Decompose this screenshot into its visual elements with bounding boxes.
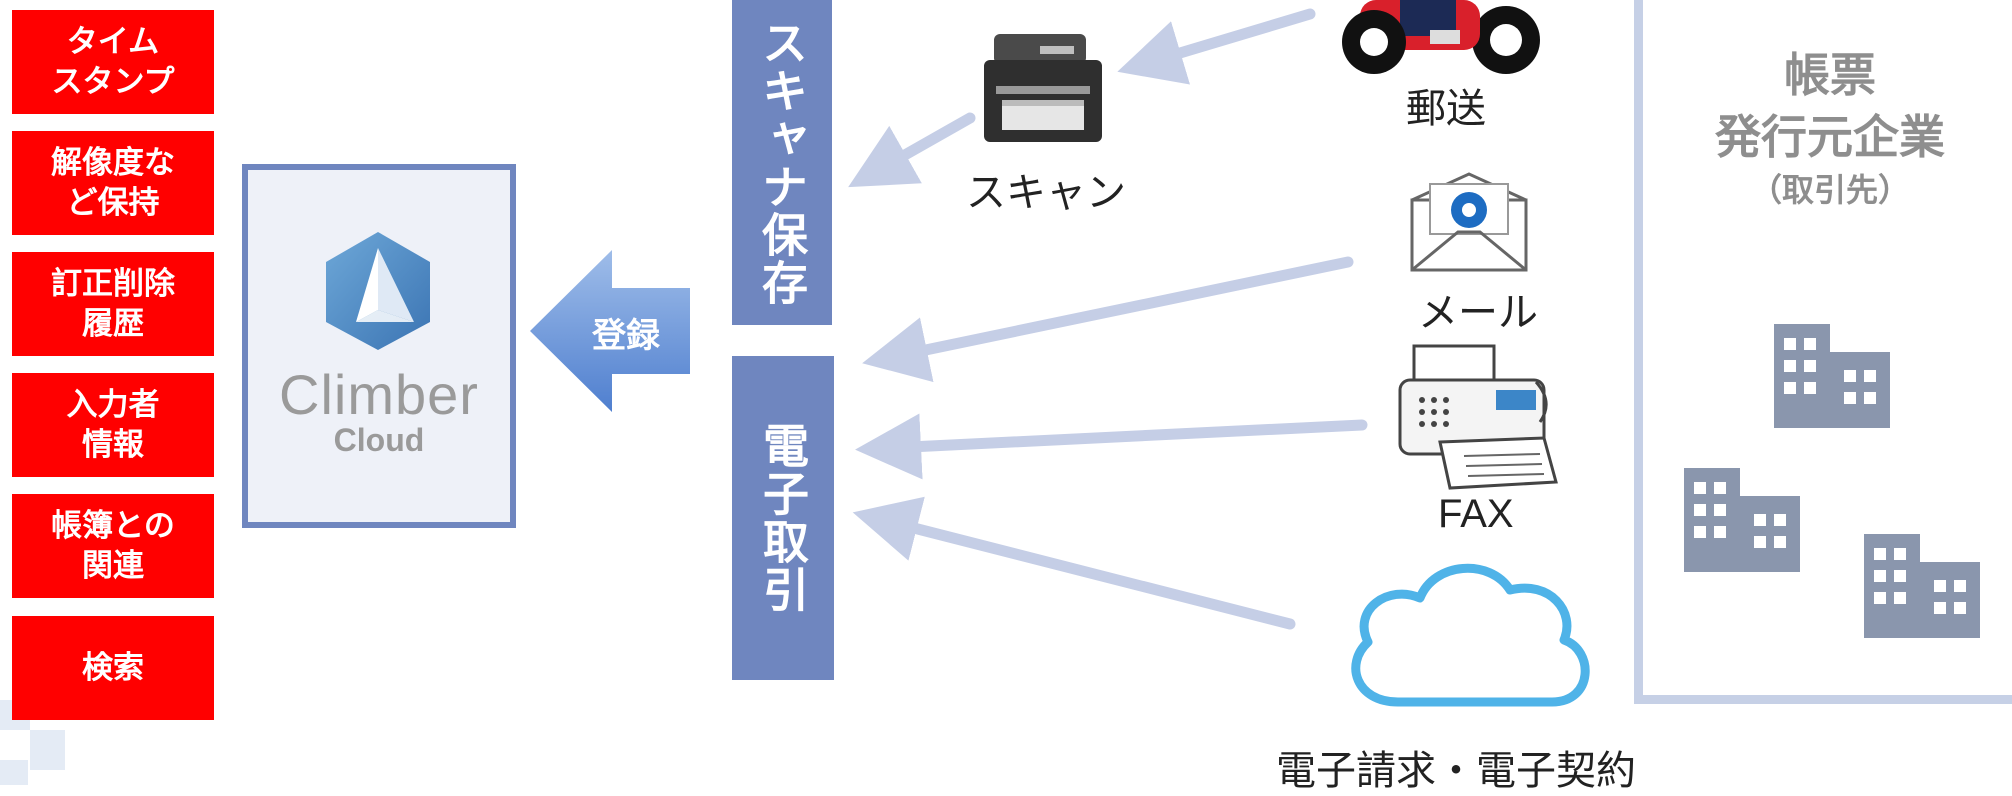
feature-label: スタンプ [51,64,175,100]
email-label: メール [1418,290,1538,336]
feature-input-person: 入力者 情報 [12,373,214,477]
fax-label: FAX [1438,492,1514,536]
fax-icon [1398,344,1558,490]
corner-decoration [0,760,28,785]
arrow-cloud-to-transaction [852,496,1296,630]
issuer-company-box [1634,0,2012,704]
motorbike-icon [1342,0,1540,74]
scanner-storage-bar: スキャナ保存 [732,0,832,325]
building-icon [1774,324,1890,428]
arrow-fax-to-transaction [855,413,1368,480]
climber-logo-name: Climber [279,363,479,426]
cloud-icon [1351,563,1590,707]
feature-ledger-link: 帳簿との 関連 [12,494,214,598]
scan-label: スキャン [966,170,1126,216]
envelope-icon [1410,172,1528,272]
feature-label: 訂正削除 [51,266,175,302]
feature-correction-history: 訂正削除 履歴 [12,252,214,356]
building-icon [1864,534,1980,638]
arrow-post-to-scan [1117,8,1316,85]
feature-label: 関連 [82,548,144,584]
feature-label: 帳簿との [51,508,175,544]
feature-label: 入力者 [66,387,160,423]
feature-label: 情報 [82,427,144,463]
register-arrow [530,250,690,412]
climber-logo-sub: Cloud [333,422,425,458]
scanner-icon [984,34,1102,142]
feature-timestamp: タイム スタンプ [12,10,214,114]
corner-decoration [30,730,65,770]
feature-label: タイム [66,24,160,60]
mail-post-label: 郵送 [1406,86,1486,132]
feature-resolution: 解像度な ど保持 [12,131,214,235]
climber-cloud-box: Climber Cloud [242,164,516,528]
cloud-label: 電子請求・電子契約 [1276,748,1636,794]
climber-logo-icon [326,232,430,350]
feature-search: 検索 [12,616,214,720]
feature-label: 解像度な [51,145,175,181]
building-icon [1684,468,1800,572]
arrow-mail-to-transaction [862,256,1354,383]
issuer-line3: （取引先） [1749,171,1910,209]
feature-label: ど保持 [66,185,160,221]
issuer-title: 帳票 発行元企業 （取引先） [1660,44,2000,212]
arrow-scan-to-storage [848,112,976,188]
feature-label: 検索 [82,650,144,686]
electronic-transaction-bar: 電子取引 [732,356,834,680]
issuer-line1: 帳票 [1784,48,1876,102]
register-label: 登録 [592,316,660,356]
feature-label: 履歴 [82,306,144,342]
issuer-line2: 発行元企業 [1715,110,1945,164]
